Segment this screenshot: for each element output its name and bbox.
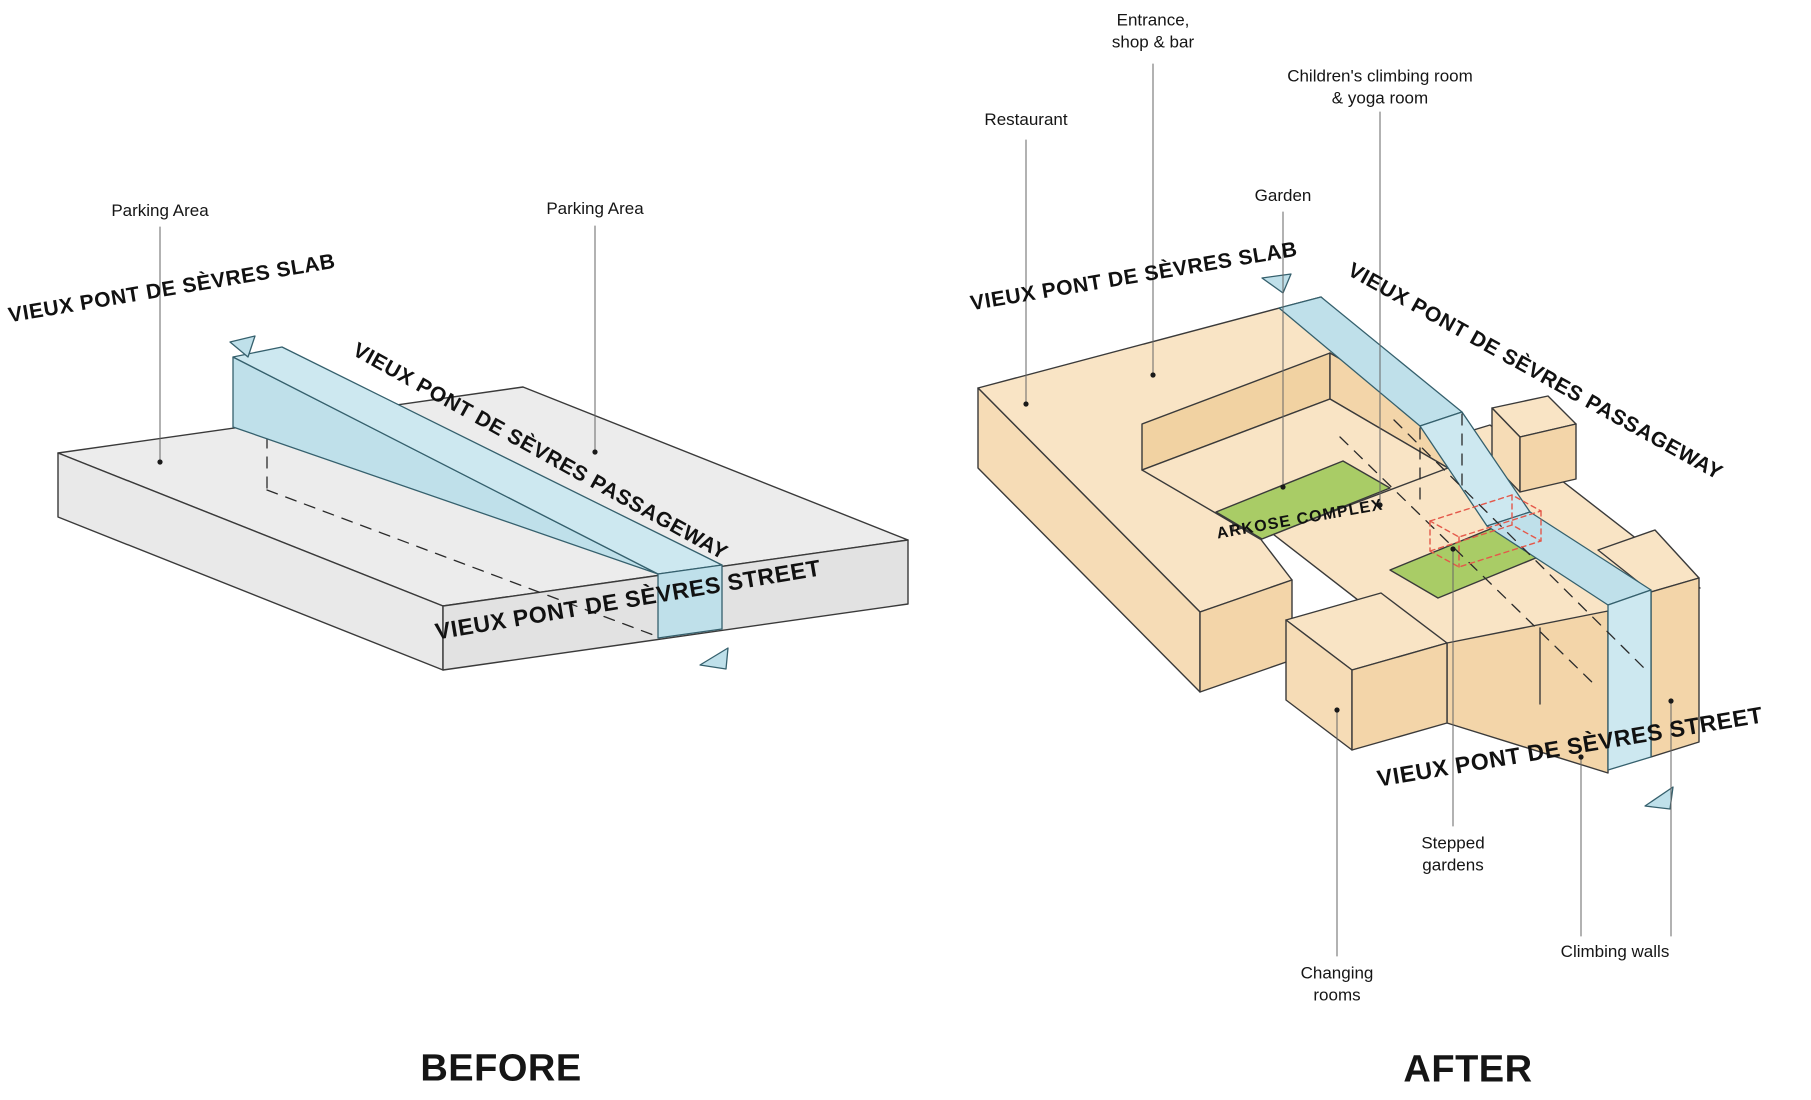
hidden-edge-diagonal: [266, 489, 657, 637]
parking-right-dot: [592, 449, 598, 455]
before-hidden-passage-lines: [266, 436, 657, 637]
garden-dot: [1280, 484, 1286, 490]
tower-front-face: [1519, 423, 1577, 493]
entrance-dot: [1150, 372, 1156, 378]
children-dot: [1377, 502, 1383, 508]
after-passageway-group: [1261, 273, 1674, 810]
before-leader-lines: [159, 225, 596, 463]
parking-area-right-label: Parking Area: [546, 198, 644, 218]
hidden-edge-diagonal: [1393, 419, 1649, 673]
climbing-walls-label: Climbing walls: [1560, 941, 1670, 961]
after-title: AFTER: [1403, 1048, 1533, 1091]
hidden-edge-diagonal: [1339, 436, 1599, 689]
after-hidden-passage-lines: [1339, 413, 1649, 689]
garden-patch-upper: [1215, 460, 1391, 540]
restaurant-dot: [1023, 401, 1029, 407]
stepped-gardens-label: Stepped gardens: [1421, 833, 1485, 875]
street-direction-arrow-icon: [1644, 786, 1674, 810]
changing-rooms-dot: [1334, 707, 1340, 713]
highlight-box: [1429, 494, 1542, 568]
passageway-front-strip: [657, 564, 723, 639]
after-leader-dots: [1023, 372, 1674, 760]
slab-direction-arrow-icon: [1261, 273, 1292, 294]
garden-label: Garden: [1254, 185, 1312, 205]
street-direction-arrow-icon: [699, 647, 729, 670]
before-passageway-group: [229, 335, 729, 670]
before-leader-dots: [157, 449, 598, 465]
climbing-walls-dot-right: [1668, 698, 1674, 704]
children-climbing-yoga-label: Children's climbing room & yoga room: [1287, 66, 1473, 108]
slab-direction-arrow-icon: [229, 335, 256, 358]
after-leader-lines: [1025, 63, 1672, 957]
after-complex-group: [977, 296, 1701, 774]
climbing-walls-dot-left: [1578, 754, 1584, 760]
changing-block-right-face: [1351, 642, 1448, 751]
parking-area-left-label: Parking Area: [111, 200, 209, 220]
entrance-shop-bar-label: Entrance, shop & bar: [1111, 10, 1195, 52]
before-title: BEFORE: [420, 1047, 582, 1090]
changing-rooms-label: Changing rooms: [1300, 963, 1374, 1005]
stepped-gardens-dot: [1450, 546, 1456, 552]
restaurant-label: Restaurant: [984, 109, 1068, 129]
passageway-street-strip: [1607, 589, 1652, 771]
parking-left-dot: [157, 459, 163, 465]
